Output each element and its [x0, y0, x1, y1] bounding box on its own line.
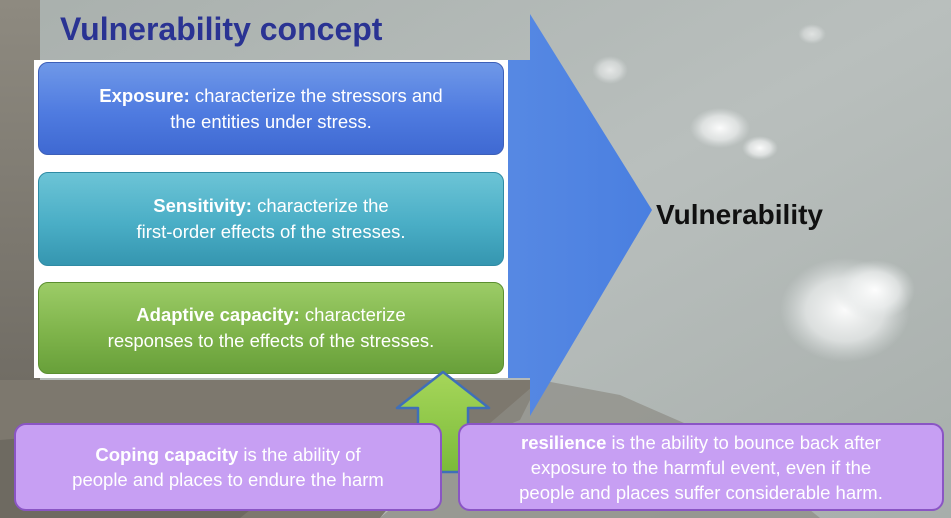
resilience-line2: exposure to the harmful event, even if t… — [530, 456, 872, 478]
adaptive-capacity-box: Adaptive capacity: characterize response… — [38, 282, 504, 374]
resilience-text: resilience is the ability to bounce back… — [519, 430, 883, 505]
coping-line1: is the ability of — [243, 444, 361, 465]
resilience-line3: people and places suffer considerable ha… — [519, 481, 883, 503]
sensitivity-term: Sensitivity: — [153, 195, 252, 216]
resilience-term: resilience — [521, 431, 607, 453]
exposure-term: Exposure: — [99, 84, 190, 106]
sensitivity-box: Sensitivity: characterize the first-orde… — [38, 172, 504, 266]
factors-panel: Exposure: characterize the stressors and… — [34, 60, 508, 378]
sensitivity-line2: first-order effects of the stresses. — [136, 221, 406, 242]
coping-line2: people and places to endure the harm — [72, 469, 384, 490]
resilience-box: resilience is the ability to bounce back… — [458, 423, 944, 511]
coping-capacity-box: Coping capacity is the ability of people… — [14, 423, 442, 511]
page-title: Vulnerability concept — [60, 11, 383, 47]
exposure-line2: the entities under stress. — [170, 110, 372, 132]
adaptive-line1: characterize — [304, 304, 406, 325]
adaptive-text: Adaptive capacity: characterize response… — [108, 302, 435, 354]
sensitivity-line1: characterize the — [257, 195, 389, 216]
sensitivity-text: Sensitivity: characterize the first-orde… — [136, 193, 405, 245]
exposure-line1: characterize the stressors and — [194, 84, 443, 106]
coping-term: Coping capacity — [95, 444, 239, 465]
coping-text: Coping capacity is the ability of people… — [72, 442, 384, 492]
exposure-box: Exposure: characterize the stressors and… — [38, 62, 504, 155]
adaptive-term: Adaptive capacity: — [136, 304, 300, 325]
adaptive-line2: responses to the effects of the stresses… — [107, 330, 435, 351]
exposure-text: Exposure: characterize the stressors and… — [99, 83, 442, 135]
resilience-line1: is the ability to bounce back after — [611, 431, 881, 453]
vulnerability-label: Vulnerability — [656, 199, 824, 230]
